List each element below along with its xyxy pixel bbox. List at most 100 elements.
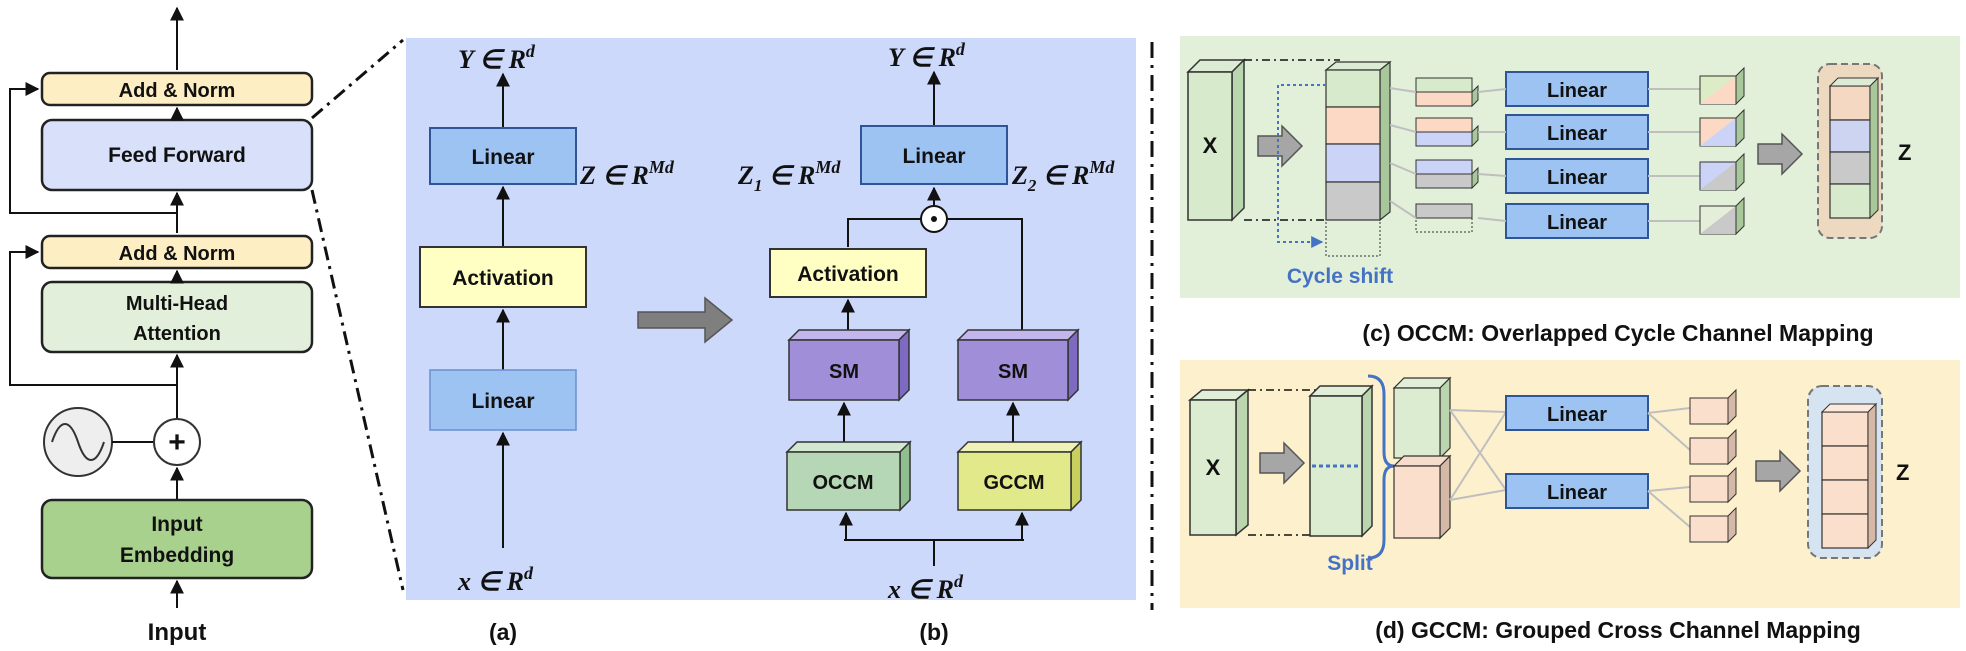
occm-out-3-tri	[1700, 162, 1736, 190]
gccm-out-1-side	[1727, 388, 1737, 426]
gccm-out-3	[1689, 475, 1729, 503]
panel-b-input: x ∈ Rd	[887, 571, 964, 604]
panel-ab-background	[406, 38, 1136, 600]
occm-linear-connectors	[1477, 88, 1700, 222]
mha-label-line2: Attention	[133, 323, 221, 345]
panel-a-linear-top-label: Linear	[471, 146, 534, 169]
input-embedding-box	[40, 498, 314, 580]
occm-output-cubes	[1699, 66, 1745, 236]
residual-top	[9, 82, 177, 214]
occm-linear-3-label: Linear	[1547, 167, 1607, 189]
gccm-top	[956, 441, 1083, 453]
gccm-group-1-side	[1439, 376, 1451, 460]
panel-b-left-merge	[847, 218, 921, 247]
occm-box	[786, 451, 901, 511]
add-norm-top-label: Add & Norm	[119, 80, 236, 102]
group-1-side	[1471, 84, 1479, 108]
occm-stack-seg-4	[1325, 181, 1381, 221]
stack-link-1	[1389, 87, 1417, 93]
feed-forward-label: Feed Forward	[108, 144, 246, 167]
panel-d: X Split Linear Linear	[1187, 374, 1909, 575]
occm-groups	[1415, 77, 1479, 233]
group-2b	[1415, 131, 1473, 147]
panel-b-right-merge	[947, 218, 1023, 340]
panel-b-activation-label: Activation	[797, 263, 899, 286]
gccm-column-side	[1361, 384, 1373, 538]
occm-linear-4-label: Linear	[1547, 212, 1607, 234]
stack-link-4	[1389, 200, 1417, 219]
cross-2	[1449, 409, 1507, 491]
panel-a-z-label: Z ∈ RMd	[579, 157, 675, 190]
input-label: Input	[148, 619, 207, 646]
occm-z-side	[1869, 76, 1879, 220]
gccm-z-side	[1867, 402, 1877, 550]
occm-z-label: Z	[1898, 140, 1911, 165]
occm-linear-3	[1505, 158, 1649, 194]
panel-b-linear-label: Linear	[902, 145, 965, 168]
gccm-out-1	[1689, 397, 1729, 425]
cross-4	[1449, 489, 1507, 501]
sm-right-box	[957, 339, 1069, 401]
sm-right-label: SM	[998, 361, 1028, 383]
occm-concat-arrow-icon	[1757, 132, 1804, 176]
occm-x-side	[1231, 58, 1245, 222]
gccm-concat-arrow-icon	[1755, 449, 1802, 493]
panel-b-z2-label: Z2 ∈ RMd	[1011, 157, 1115, 195]
panel-b-z1-label: Z1 ∈ RMd	[737, 157, 841, 195]
gccm-out-2	[1689, 437, 1729, 465]
panel-b: Y ∈ Rd Linear Z1 ∈ RMd Z2 ∈ RMd Activati…	[737, 39, 1115, 604]
caption-b: (b)	[919, 619, 948, 645]
panel-a: Y ∈ Rd Linear Z ∈ RMd Activation Linear …	[419, 41, 675, 596]
panel-a-linear-bottom	[429, 369, 577, 431]
group-2-side	[1471, 124, 1479, 148]
gccm-cross-connectors	[1449, 409, 1507, 501]
occm-out-1-tri	[1700, 76, 1736, 104]
out-2b	[1647, 490, 1691, 528]
gccm-z-label: Z	[1896, 460, 1909, 485]
occm-x-label: X	[1203, 133, 1218, 158]
occm-z-seg-2	[1829, 119, 1871, 153]
out-1a	[1647, 407, 1691, 414]
sm-right-top	[956, 329, 1080, 341]
occm-out-1-side	[1735, 66, 1745, 106]
occm-stack-connectors	[1389, 87, 1417, 219]
occm-shift-slot	[1325, 219, 1381, 257]
occm-z-top	[1828, 77, 1880, 87]
gccm-group-2-side	[1439, 454, 1451, 540]
out-1b	[1647, 412, 1691, 451]
occm-label: OCCM	[812, 472, 873, 494]
gccm-x-label: X	[1206, 455, 1221, 480]
stack-link-3	[1389, 162, 1417, 175]
occm-z-seg-1	[1829, 85, 1871, 121]
panel-a-linear-bottom-label: Linear	[471, 390, 534, 413]
occm-out-2-side	[1735, 108, 1745, 148]
occm-x-block	[1187, 71, 1233, 221]
occm-stack-seg-2	[1325, 106, 1381, 145]
panel-b-activation	[769, 248, 927, 298]
occm-stack-top	[1324, 61, 1392, 71]
caption-d: (d) GCCM: Grouped Cross Channel Mapping	[1375, 617, 1861, 643]
panel-b-output: Y ∈ Rd	[888, 39, 966, 72]
group-3a	[1415, 159, 1473, 175]
occm-linears: Linear Linear Linear Linear	[1505, 71, 1649, 239]
caption-a: (a)	[489, 619, 517, 645]
add-norm-bottom-label: Add & Norm	[119, 243, 236, 265]
gccm-output-cubes	[1689, 388, 1737, 544]
transform-arrow	[637, 296, 734, 344]
occm-stack-seg-3	[1325, 143, 1381, 183]
occm-z-seg-3	[1829, 151, 1871, 185]
occm-out-2-tri	[1700, 118, 1736, 146]
embedding-label-line2: Embedding	[120, 544, 234, 567]
transformer-block: Add & Norm Feed Forward Add & Norm Multi…	[9, 6, 314, 646]
sm-left-box	[788, 339, 900, 401]
gccm-out-4	[1689, 515, 1729, 543]
add-norm-bottom-box	[40, 234, 314, 270]
gccm-x-block	[1189, 399, 1237, 536]
stack-link-2	[1389, 124, 1417, 133]
panel-a-input: x ∈ Rd	[457, 563, 534, 596]
gccm-out-2-side	[1727, 428, 1737, 466]
group-4a	[1415, 203, 1473, 219]
gccm-z-seg-1	[1821, 411, 1869, 447]
sm-right-side	[1067, 328, 1079, 402]
